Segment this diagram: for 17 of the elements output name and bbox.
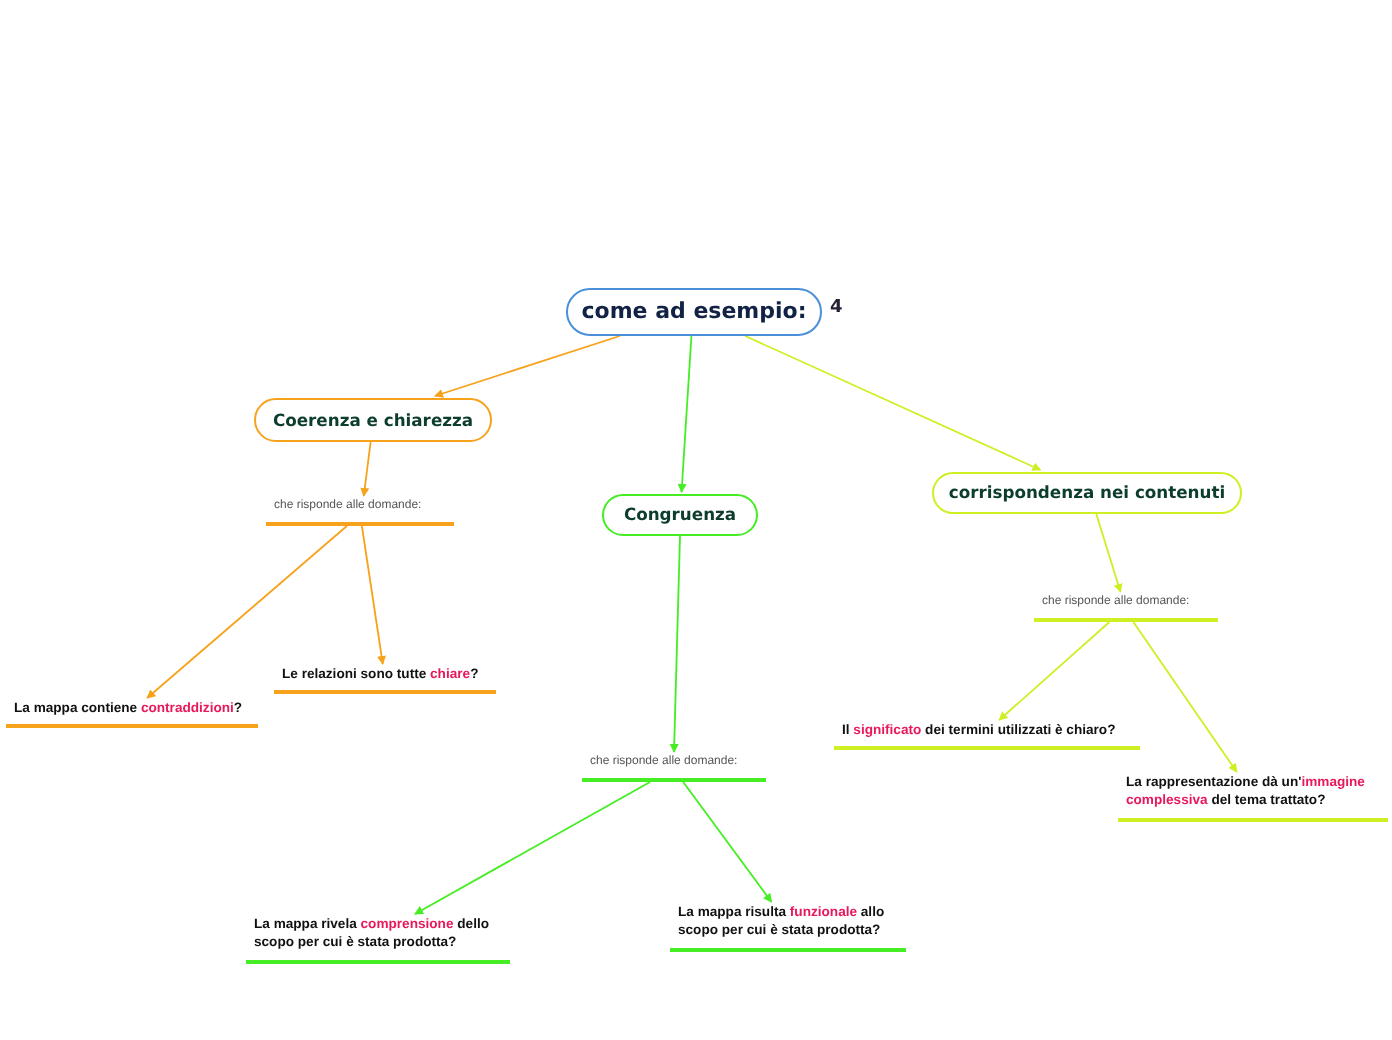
arrow — [677, 335, 693, 493]
topic-box: Coerenza e chiarezza — [254, 398, 492, 442]
child-count-label: 4 — [830, 298, 843, 318]
topic-box: Congruenza — [602, 494, 758, 536]
arrow — [998, 621, 1111, 721]
arrow — [744, 335, 1042, 471]
arrow — [360, 441, 372, 497]
arrow — [1095, 513, 1123, 593]
arrow — [682, 781, 773, 903]
arrow — [146, 525, 348, 699]
central-topic-box: come ad esempio: — [566, 288, 822, 336]
arrow — [669, 535, 681, 753]
arrow — [1132, 621, 1238, 773]
topic-box: corrispondenza nei contenuti — [932, 472, 1242, 514]
arrow — [361, 525, 386, 665]
arrow — [414, 781, 651, 915]
arrow — [434, 335, 621, 398]
